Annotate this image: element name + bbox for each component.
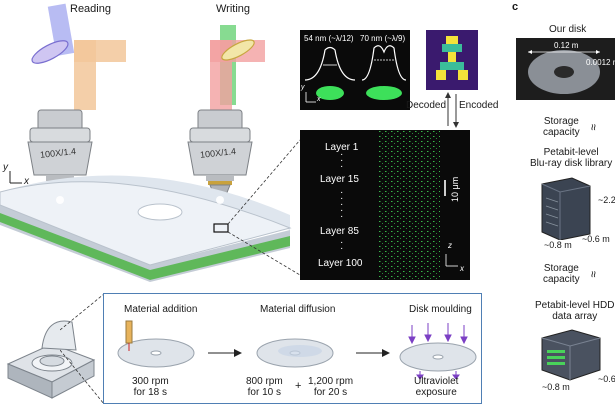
layer-15-label: Layer 15 bbox=[320, 174, 359, 185]
layer-85-label: Layer 85 bbox=[320, 226, 359, 237]
decoded-label: Decoded bbox=[406, 100, 447, 111]
step-1-caption: 300 rpm for 18 s bbox=[132, 376, 169, 398]
layers-axis-z: z bbox=[448, 241, 452, 250]
writing-beam bbox=[210, 25, 265, 110]
axis-y-label: y bbox=[3, 162, 8, 173]
storage-capacity-2-line1: Storage bbox=[543, 263, 579, 274]
approx-sign-2: ≈ bbox=[586, 270, 601, 278]
optical-disk bbox=[0, 139, 300, 282]
hdd-title-line1: Petabit-level HDD bbox=[535, 300, 615, 311]
hdd-dim-depth: ~0.6 bbox=[598, 374, 615, 384]
step-2a-caption-line2: for 10 s bbox=[247, 387, 282, 398]
optical-setup-illustration bbox=[0, 3, 300, 282]
pixel-pattern bbox=[436, 36, 468, 80]
writing-label: Writing bbox=[216, 3, 251, 15]
our-disk-photo: 0.12 m 0.0012 m bbox=[516, 38, 615, 100]
storage-capacity-1-line2: capacity bbox=[543, 127, 580, 138]
layer-1-label: Layer 1 bbox=[325, 142, 359, 153]
storage-capacity-label-2: Storage capacity bbox=[543, 263, 580, 285]
layer-100-label: Layer 100 bbox=[318, 258, 363, 269]
reading-beam bbox=[31, 3, 126, 110]
step-1-caption-line1: 300 rpm bbox=[132, 376, 169, 387]
storage-capacity-label-1: Storage capacity bbox=[543, 116, 580, 138]
step-disk-moulding-title: Disk moulding bbox=[409, 304, 472, 315]
library-title: Petabit-level Blu-ray disk library bbox=[530, 147, 612, 169]
process-arrow-1 bbox=[208, 349, 242, 357]
library-dim-height: ~2.2 bbox=[598, 195, 615, 205]
library-title-line1: Petabit-level bbox=[543, 147, 599, 158]
axis-x-label: x bbox=[24, 176, 29, 187]
beam-axis-x: x bbox=[317, 96, 321, 103]
step-3-caption-line1: Ultraviolet bbox=[414, 376, 459, 387]
disk-dim-b: 0.0012 m bbox=[586, 58, 615, 67]
spin-coater-device bbox=[6, 320, 96, 399]
hdd-title-line2: data array bbox=[552, 311, 598, 322]
hdd-array-box bbox=[541, 329, 601, 381]
library-title-line2: Blu-ray disk library bbox=[530, 158, 613, 169]
step-3-caption: Ultraviolet exposure bbox=[414, 376, 458, 398]
panel-letter-c: c bbox=[512, 1, 519, 13]
fabrication-process-box: Material addition Material diffusion Dis… bbox=[103, 293, 482, 404]
hdd-array-title: Petabit-level HDD data array bbox=[535, 300, 614, 322]
encoded-pattern-panel bbox=[426, 30, 478, 90]
beam-label-54nm: 54 nm (~λ/12) bbox=[304, 34, 354, 43]
layer-noise-image bbox=[378, 130, 458, 280]
beam-profile-panel: 54 nm (~λ/12) 70 nm (~λ/9) y x bbox=[300, 30, 410, 110]
disk-step-3 bbox=[399, 342, 477, 372]
step-2b-caption: 1,200 rpm for 20 s bbox=[308, 376, 353, 398]
axes-indicator bbox=[9, 171, 22, 184]
layers-panel: Layer 1 ··· Layer 15 ····· Layer 85 ·· L… bbox=[300, 130, 470, 280]
step-1-caption-line2: for 18 s bbox=[133, 387, 168, 398]
disk-step-1 bbox=[117, 320, 195, 368]
approx-sign-1: ≈ bbox=[586, 123, 601, 131]
cabinet-racks bbox=[545, 197, 559, 227]
library-dim-depth: ~0.6 m bbox=[582, 234, 610, 244]
process-disks bbox=[117, 320, 477, 379]
step-2a-caption-line1: 800 rpm bbox=[246, 376, 283, 387]
layer-dots-3: ·· bbox=[340, 237, 344, 254]
step-material-diffusion-title: Material diffusion bbox=[260, 304, 336, 315]
scale-bar-label: 10 μm bbox=[450, 176, 460, 202]
step-3-caption-line2: exposure bbox=[415, 387, 457, 398]
our-disk-title: Our disk bbox=[549, 24, 587, 35]
disk-photo-drawing bbox=[528, 50, 600, 94]
hdd-dim-width: ~0.8 m bbox=[542, 382, 570, 392]
step-2-plus: + bbox=[295, 380, 302, 392]
beam-profile-plot bbox=[304, 45, 407, 103]
uv-arrows bbox=[408, 323, 468, 379]
layers-axis-x: x bbox=[460, 264, 464, 273]
process-arrow-2 bbox=[356, 349, 390, 357]
step-2a-caption: 800 rpm for 10 s bbox=[246, 376, 283, 398]
hdd-leds bbox=[547, 350, 565, 365]
step-material-addition-title: Material addition bbox=[124, 304, 198, 315]
step-2b-caption-line1: 1,200 rpm bbox=[308, 376, 354, 387]
layer-dots-2: ····· bbox=[340, 187, 344, 222]
beam-axis-y: y bbox=[301, 84, 305, 91]
reading-label: Reading bbox=[70, 3, 111, 15]
bluray-library-cabinet bbox=[541, 177, 591, 240]
storage-capacity-2-line2: capacity bbox=[543, 274, 580, 285]
objective-lens-right bbox=[187, 109, 253, 201]
disk-dim-a: 0.12 m bbox=[554, 41, 579, 50]
zoom-connector-lines bbox=[60, 293, 105, 405]
beam-label-70nm: 70 nm (~λ/9) bbox=[360, 34, 406, 43]
decode-encode-arrows bbox=[445, 92, 459, 128]
layer-dots: ··· bbox=[340, 149, 344, 172]
storage-capacity-1-line1: Storage bbox=[543, 116, 579, 127]
library-dim-width: ~0.8 m bbox=[544, 240, 572, 250]
step-2b-caption-line2: for 20 s bbox=[313, 387, 348, 398]
disk-step-2 bbox=[256, 338, 334, 368]
encoded-label: Encoded bbox=[459, 100, 499, 111]
